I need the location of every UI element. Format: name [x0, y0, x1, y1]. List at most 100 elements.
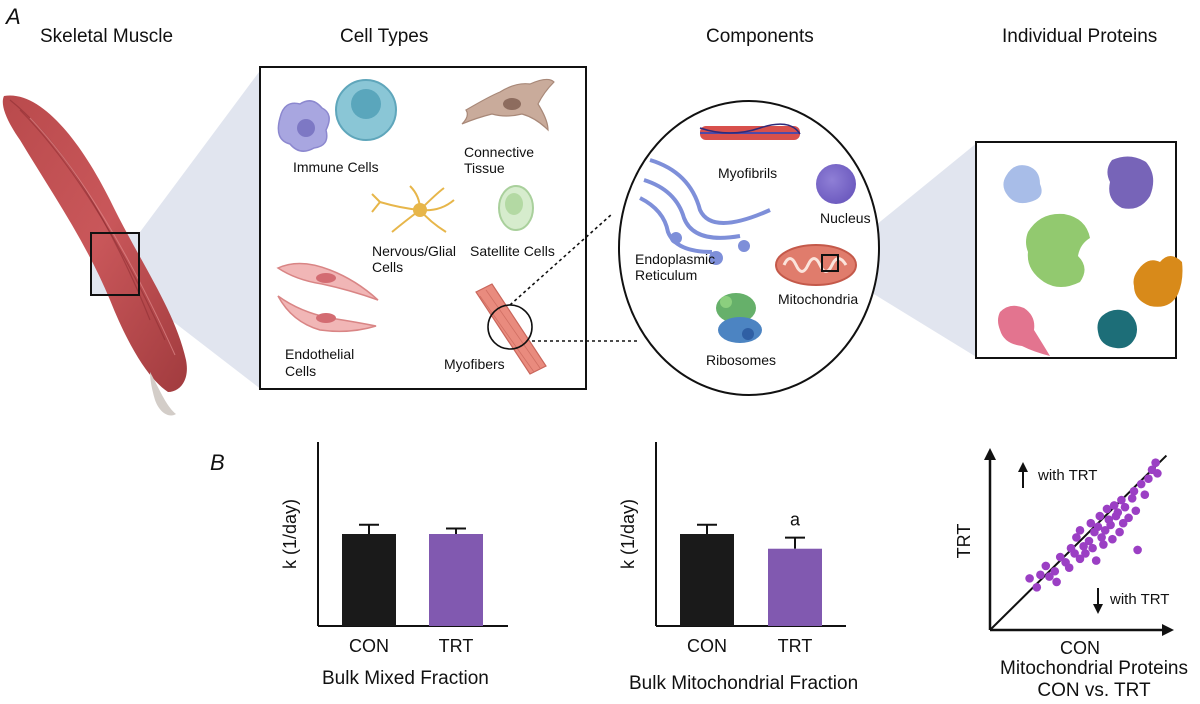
scatter-point [1131, 506, 1141, 516]
bar-con [680, 534, 734, 626]
x-axis-arrowhead [1162, 624, 1174, 636]
label-nucleus: Nucleus [820, 210, 871, 226]
down-arrow-head [1093, 604, 1103, 614]
scatter-point [1100, 526, 1110, 535]
scatter-point [1088, 543, 1097, 553]
bar-trt [768, 548, 822, 626]
scatter-point [1129, 486, 1139, 496]
scatter-point [1117, 495, 1126, 505]
mitochondria-illustration [775, 244, 857, 286]
label-er-1: Endoplasmic [635, 251, 716, 267]
label-myofibers: Myofibers [444, 356, 505, 372]
scatter-point [1136, 479, 1146, 489]
scatter-point [1064, 563, 1074, 572]
tick-label-trt: TRT [778, 636, 813, 656]
mitochondria-zoom-box [821, 254, 839, 272]
scatter-point [1140, 490, 1150, 500]
scatter-point [1075, 526, 1085, 535]
scatter-point [1124, 513, 1133, 523]
nucleus-illustration [816, 164, 856, 204]
scatter-point [1113, 508, 1123, 517]
skeletal-muscle-illustration [2, 95, 187, 416]
x-axis-label: CON [1060, 638, 1100, 658]
muscle-zoom-box [90, 232, 140, 296]
chart-scatter-mitochondrial-proteins: with TRT with TRT CON TRT [954, 448, 1174, 658]
label-mitochondria: Mitochondria [778, 291, 859, 307]
scatter-point [1106, 520, 1115, 530]
myofibrils-illustration [699, 123, 801, 140]
tick-label-con: CON [349, 636, 389, 656]
annotation-down: with TRT [1109, 591, 1169, 608]
header-individual-proteins: Individual Proteins [1002, 26, 1158, 47]
scatter-point [1118, 518, 1128, 528]
scatter-point [1099, 540, 1108, 549]
scatter-point [1075, 554, 1085, 564]
panel-a-letter: A [6, 4, 21, 29]
y-axis-arrowhead [984, 448, 996, 460]
scatter-point [1127, 493, 1137, 503]
scatter-point [1144, 474, 1153, 483]
scatter-point [1095, 511, 1105, 521]
annotation-up: with TRT [1037, 467, 1097, 484]
label-satellite-cells: Satellite Cells [470, 243, 555, 259]
label-nervous-1: Nervous/Glial [372, 243, 457, 259]
up-arrow-head [1018, 462, 1028, 472]
caption-mito-proteins-2: CON vs. TRT [1037, 680, 1151, 701]
connective-tissue-illustration [461, 78, 555, 132]
scatter-point [1032, 582, 1042, 592]
label-myofibrils: Myofibrils [718, 165, 778, 181]
zoom-wedge-mitochondria [822, 142, 978, 358]
label-endothelial-2: Cells [285, 363, 317, 379]
panel-a-illustration [2, 66, 1183, 416]
zoom-wedge-muscle [92, 68, 262, 390]
scatter-point [1115, 527, 1124, 537]
scatter-point [1153, 469, 1162, 478]
scatter-point [1050, 566, 1060, 576]
scatter-point [1097, 533, 1106, 542]
scatter-point [1151, 458, 1160, 467]
proteins-illustration [998, 156, 1183, 356]
label-endothelial-1: Endothelial [285, 346, 355, 362]
myofiber-illustration [475, 283, 547, 375]
panel-b-letter: B [210, 450, 225, 475]
caption-bulk-mixed: Bulk Mixed Fraction [322, 668, 489, 689]
caption-bulk-mitochondrial: Bulk Mitochondrial Fraction [629, 673, 859, 694]
tick-label-trt: TRT [439, 636, 474, 656]
scatter-point [1041, 561, 1051, 571]
scatter-point [1133, 545, 1142, 555]
satellite-cells-illustration [498, 185, 534, 231]
scatter-point [1036, 570, 1045, 580]
bar-trt [429, 534, 483, 626]
scatter-point [1109, 501, 1119, 510]
scatter-point [1055, 552, 1065, 562]
y-axis-label: TRT [954, 524, 974, 559]
scatter-point [1086, 518, 1096, 528]
label-immune-cells: Immune Cells [293, 159, 379, 175]
label-ribosomes: Ribosomes [706, 352, 777, 368]
header-skeletal-muscle: Skeletal Muscle [40, 26, 174, 47]
scatter-point [1052, 577, 1061, 587]
header-components: Components [706, 26, 814, 47]
y-axis-label: k (1/day) [618, 499, 638, 569]
scatter-point [1081, 549, 1090, 558]
ribosomes-illustration [716, 293, 762, 343]
endothelial-cells-illustration [276, 262, 379, 333]
scatter-point [1070, 549, 1079, 558]
scatter-point [1091, 556, 1101, 565]
header-cell-types: Cell Types [340, 26, 429, 47]
y-axis-label: k (1/day) [280, 499, 300, 569]
scatter-point [1079, 542, 1088, 551]
scatter-point [1108, 534, 1117, 544]
chart-bulk-mixed: CON TRT k (1/day) [280, 442, 508, 656]
bar-con [342, 534, 396, 626]
label-nervous-2: Cells [372, 259, 404, 275]
scatter-point [1093, 522, 1103, 532]
scatter-point [1084, 536, 1094, 546]
label-connective-2: Tissue [464, 160, 505, 176]
scatter-point [1072, 533, 1081, 542]
scatter-point [1045, 572, 1054, 581]
scatter-point [1025, 574, 1034, 583]
tick-label-con: CON [687, 636, 727, 656]
